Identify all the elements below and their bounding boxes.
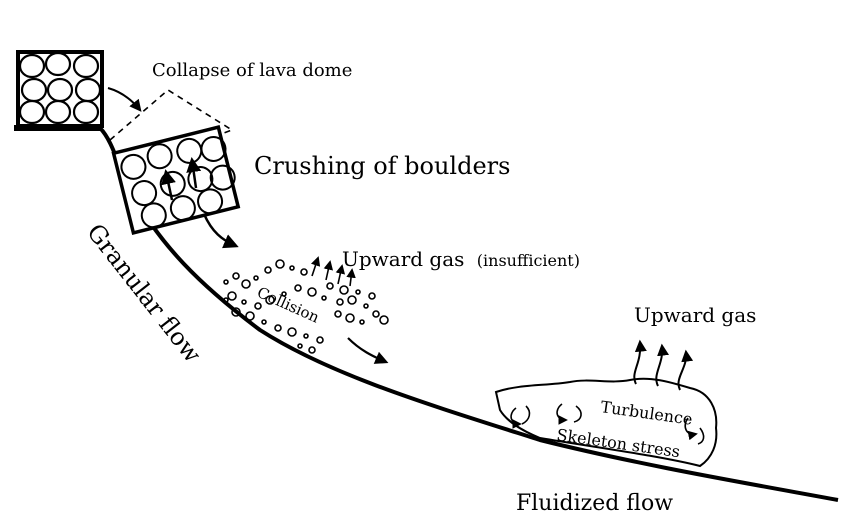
lava-dome-block <box>16 50 104 128</box>
particle <box>254 302 262 310</box>
particle <box>363 303 369 309</box>
upward-gas-arrows-large <box>633 339 694 391</box>
particle <box>368 292 376 300</box>
label-upward-gas-1: Upward gas (insufficient) <box>342 247 580 271</box>
boulder <box>169 195 196 222</box>
particle <box>241 299 247 305</box>
boulder <box>72 99 100 125</box>
particle <box>372 310 380 318</box>
falling-boulder-block <box>111 125 241 235</box>
particle <box>281 291 287 297</box>
particle <box>241 279 251 289</box>
upward-gas-arrows-small <box>311 256 356 287</box>
particle <box>261 319 267 325</box>
particle <box>264 266 272 274</box>
collision-particles <box>223 259 389 354</box>
particle <box>223 297 229 303</box>
particle <box>274 324 282 332</box>
boulder <box>44 51 72 77</box>
boulder <box>209 164 236 191</box>
boulder <box>120 153 147 180</box>
particle <box>339 285 349 295</box>
block-motion-arrows <box>161 157 239 249</box>
particle <box>265 295 275 305</box>
particle <box>307 287 317 297</box>
particle <box>245 311 255 321</box>
particle <box>336 298 344 306</box>
particle <box>232 272 240 280</box>
particle <box>303 333 309 339</box>
particle <box>253 275 259 281</box>
particle <box>355 289 361 295</box>
boulder <box>18 99 46 125</box>
particle <box>308 346 316 354</box>
particle <box>379 315 389 325</box>
particle <box>347 295 357 305</box>
boulder <box>44 99 72 125</box>
particle <box>321 295 327 301</box>
boulder <box>72 53 100 79</box>
particle <box>359 319 365 325</box>
particle <box>275 259 285 269</box>
label-crushing: Crushing of boulders <box>254 152 510 180</box>
boulder <box>197 188 224 215</box>
particle <box>316 336 324 344</box>
particle <box>334 310 342 318</box>
label-granular-flow: Granular flow <box>81 218 207 368</box>
particle <box>297 343 303 349</box>
boulder <box>200 135 227 162</box>
label-fluidized-flow: Fluidized flow <box>516 491 673 516</box>
particle <box>345 313 355 323</box>
particle <box>231 307 241 317</box>
particle <box>287 327 297 337</box>
label-upward-gas-2: Upward gas <box>634 303 756 327</box>
boulder <box>18 53 46 79</box>
label-collapse: Collapse of lava dome <box>152 60 352 81</box>
boulder <box>146 143 173 170</box>
boulder <box>140 202 167 229</box>
particle <box>227 291 237 301</box>
particle <box>326 282 334 290</box>
fluidized-cloud <box>494 377 718 468</box>
collision-flow-arrow <box>347 337 389 364</box>
particle <box>289 265 295 271</box>
particle <box>300 268 308 276</box>
particle <box>294 284 302 292</box>
particle <box>223 279 229 285</box>
